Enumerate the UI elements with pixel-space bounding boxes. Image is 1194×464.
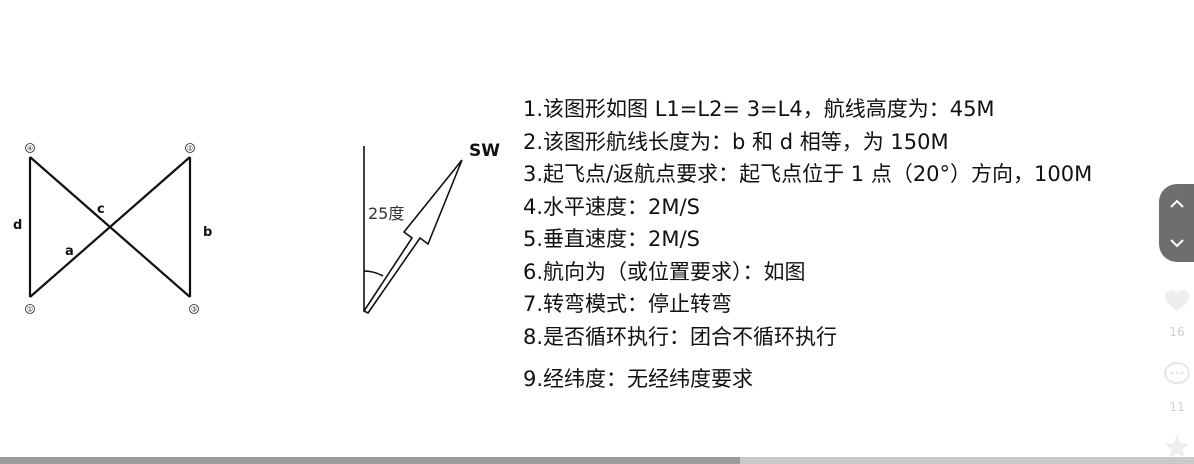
- requirement-item: 8.是否循环执行：团合不循环执行: [523, 324, 838, 349]
- bowtie-route: [28, 156, 192, 298]
- label-d: d: [13, 218, 22, 233]
- chevron-up-icon: [1169, 199, 1184, 208]
- requirement-item: 9.经纬度：无经纬度要求: [523, 367, 754, 391]
- corner-marker-3: ③: [189, 304, 199, 314]
- scroll-down-button[interactable]: [1159, 223, 1194, 262]
- heading-arrow: [362, 159, 463, 315]
- requirements-list: 1.该图形如图 L1=L2= 3=L4，航线高度为：45M 2.该图形航线长度为…: [523, 93, 1193, 396]
- label-a: a: [65, 244, 74, 259]
- direction-label-sw: SW: [469, 141, 500, 161]
- chevron-down-icon: [1169, 238, 1184, 247]
- corner-marker-2: ②: [185, 143, 195, 153]
- corner-marker-4: ④: [25, 143, 35, 153]
- requirement-item: 2.该图形航线长度为：b 和 d 相等，为 150M: [523, 129, 949, 154]
- star-icon[interactable]: [1163, 433, 1191, 461]
- progress-bar-fill: [0, 457, 741, 464]
- scroll-navigation: [1159, 184, 1194, 262]
- flight-path-diagram: ④ ② ① ③ d b c a 25度 SW: [13, 141, 500, 315]
- corner-marker-1: ①: [25, 304, 35, 314]
- requirement-item: 3.起飞点/返航点要求：起飞点位于 1 点（20°）方向，100M: [523, 162, 1093, 186]
- svg-text:①: ①: [27, 306, 33, 314]
- requirement-item: 4.水平速度：2M/S: [523, 194, 700, 219]
- scroll-up-button[interactable]: [1159, 184, 1194, 223]
- like-count: 16: [1169, 325, 1185, 339]
- comment-count: 11: [1169, 400, 1185, 414]
- angle-arc: [363, 270, 384, 277]
- requirement-item: 5.垂直速度：2M/S: [523, 227, 700, 251]
- requirement-item: 7.转弯模式：停止转弯: [523, 292, 733, 316]
- svg-text:④: ④: [27, 145, 33, 153]
- diagonal-a: [29, 156, 191, 298]
- requirement-item: 6.航向为（或位置要求）：如图: [523, 259, 806, 284]
- heart-icon[interactable]: [1163, 287, 1191, 315]
- comment-icon[interactable]: [1163, 360, 1191, 388]
- progress-bar[interactable]: [0, 457, 1194, 464]
- requirement-item: 1.该图形如图 L1=L2= 3=L4，航线高度为：45M: [523, 97, 995, 121]
- heading-indicator: [362, 146, 463, 315]
- svg-text:②: ②: [187, 145, 193, 153]
- label-c: c: [97, 202, 105, 217]
- angle-label: 25度: [368, 204, 404, 223]
- label-b: b: [203, 225, 212, 240]
- svg-text:③: ③: [191, 306, 197, 314]
